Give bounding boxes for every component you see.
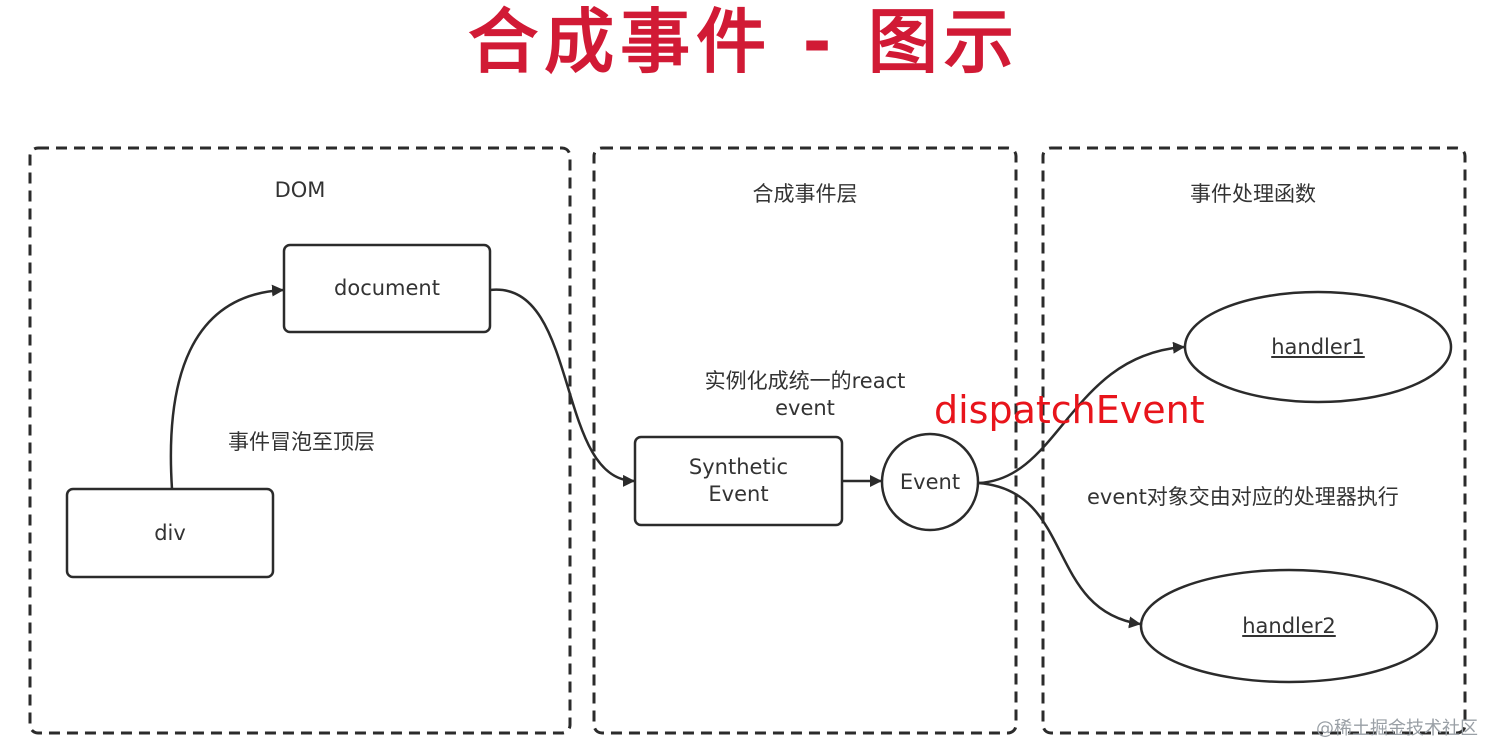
bubble-annotation: 事件冒泡至顶层 [228,430,375,454]
document-to-synthetic-arrow [489,288,635,487]
div-node [65,487,275,579]
synthetic-event-label: Synthetic Event [635,437,842,525]
page-title: 合成事件 - 图示 [468,1,1020,83]
event-label: Event [899,469,961,494]
event-to-handler1-arrow [977,341,1185,485]
dom-panel-title: DOM [274,178,326,202]
document-node [282,243,492,334]
watermark: @稀土掘金技术社区 [1316,718,1478,739]
synthetic-event-label-line1: Synthetic [688,455,789,479]
document-label: document [334,276,440,300]
synthetic-event-label-line2: Event [708,482,769,506]
instantiate-annotation: 实例化成统一的react event [705,368,906,422]
div-label: div [154,520,186,545]
handlers-panel-title: 事件处理函数 [1190,182,1316,206]
instantiate-line1: 实例化成统一的react [704,369,906,393]
handlers-panel [1041,146,1467,735]
dispatch-annotation: dispatchEvent [934,388,1205,432]
handler1-node [1183,290,1453,404]
handler2-label: handler2 [1242,613,1336,638]
synthetic-layer-title: 合成事件层 [752,182,858,206]
handler1-label: handler1 [1271,334,1365,359]
event-to-handler2-arrow [977,481,1141,629]
dom-panel [28,146,572,735]
bubble-arrow [169,284,284,490]
handler2-node [1139,568,1439,684]
delegate-annotation: event对象交由对应的处理器执行 [1087,485,1399,509]
instantiate-line2: event [775,396,835,420]
synthetic-layer-panel [592,146,1018,735]
